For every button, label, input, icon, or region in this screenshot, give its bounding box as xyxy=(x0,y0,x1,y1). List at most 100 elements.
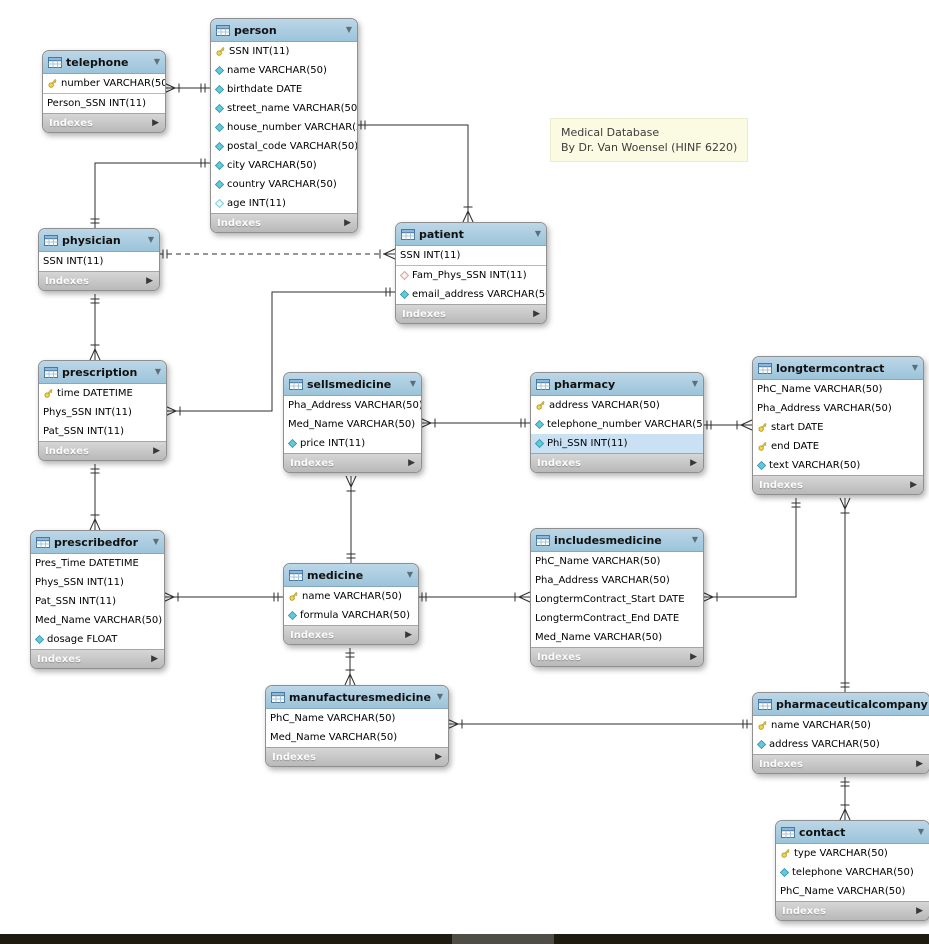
column-row[interactable]: LongtermContract_End DATE xyxy=(531,609,703,628)
column-row[interactable]: Person_SSN INT(11) xyxy=(43,93,165,113)
table-person[interactable]: person▼SSN INT(11)name VARCHAR(50)birthd… xyxy=(210,18,358,233)
indexes-section[interactable]: Indexes▶ xyxy=(43,113,165,132)
chevron-down-icon[interactable]: ▼ xyxy=(917,827,924,836)
table-header-contact[interactable]: contact▼ xyxy=(776,821,929,844)
table-header-person[interactable]: person▼ xyxy=(211,19,357,42)
expand-arrow-icon[interactable]: ▶ xyxy=(405,629,412,640)
expand-arrow-icon[interactable]: ▶ xyxy=(151,653,158,664)
relationship-medicine-manufacturesmedicine[interactable] xyxy=(344,648,356,686)
column-row[interactable]: country VARCHAR(50) xyxy=(211,175,357,194)
table-longtermcontract[interactable]: longtermcontract▼PhC_Name VARCHAR(50)Pha… xyxy=(752,356,924,495)
scrollbar-thumb[interactable] xyxy=(452,934,554,944)
relationship-physician-prescription[interactable] xyxy=(89,294,101,361)
column-row[interactable]: PhC_Name VARCHAR(50) xyxy=(266,709,448,728)
table-header-prescription[interactable]: prescription▼ xyxy=(39,361,166,384)
column-row[interactable]: LongtermContract_Start DATE xyxy=(531,590,703,609)
expand-arrow-icon[interactable]: ▶ xyxy=(153,445,160,456)
expand-arrow-icon[interactable]: ▶ xyxy=(344,217,351,228)
column-row[interactable]: price INT(11) xyxy=(284,434,421,453)
column-row[interactable]: address VARCHAR(50) xyxy=(753,735,929,754)
table-header-prescribedfor[interactable]: prescribedfor▼ xyxy=(31,531,164,554)
column-row[interactable]: postal_code VARCHAR(50) xyxy=(211,137,357,156)
chevron-down-icon[interactable]: ▼ xyxy=(691,379,698,388)
expand-arrow-icon[interactable]: ▶ xyxy=(916,758,923,769)
column-row[interactable]: Pat_SSN INT(11) xyxy=(39,422,166,441)
table-header-physician[interactable]: physician▼ xyxy=(39,229,159,252)
column-row[interactable]: number VARCHAR(50) xyxy=(43,74,165,93)
column-row[interactable]: formula VARCHAR(50) xyxy=(284,606,418,625)
indexes-section[interactable]: Indexes▶ xyxy=(396,304,546,323)
note-annotation[interactable]: Medical Database By Dr. Van Woensel (HIN… xyxy=(550,118,749,162)
table-medicine[interactable]: medicine▼name VARCHAR(50)formula VARCHAR… xyxy=(283,563,419,645)
expand-arrow-icon[interactable]: ▶ xyxy=(435,751,442,762)
indexes-section[interactable]: Indexes▶ xyxy=(211,213,357,232)
column-row[interactable]: Pha_Address VARCHAR(50) xyxy=(753,399,923,418)
column-row[interactable]: Med_Name VARCHAR(50) xyxy=(31,611,164,630)
table-manufacturesmedicine[interactable]: manufacturesmedicine▼PhC_Name VARCHAR(50… xyxy=(265,685,449,767)
table-sellsmedicine[interactable]: sellsmedicine▼Pha_Address VARCHAR(50)Med… xyxy=(283,372,422,473)
indexes-section[interactable]: Indexes▶ xyxy=(531,647,703,666)
table-telephone[interactable]: telephone▼number VARCHAR(50)Person_SSN I… xyxy=(42,50,166,133)
column-row[interactable]: end DATE xyxy=(753,437,923,456)
chevron-down-icon[interactable]: ▼ xyxy=(154,367,161,376)
column-row[interactable]: Pha_Address VARCHAR(50) xyxy=(531,571,703,590)
relationship-prescription-prescribedfor[interactable] xyxy=(89,464,101,531)
relationship-physician-patient[interactable] xyxy=(158,248,396,260)
column-row[interactable]: Med_Name VARCHAR(50) xyxy=(284,415,421,434)
column-row[interactable]: Fam_Phys_SSN INT(11) xyxy=(396,265,546,285)
expand-arrow-icon[interactable]: ▶ xyxy=(533,308,540,319)
column-row[interactable]: birthdate DATE xyxy=(211,80,357,99)
column-row[interactable]: Phys_SSN INT(11) xyxy=(39,403,166,422)
indexes-section[interactable]: Indexes▶ xyxy=(39,441,166,460)
chevron-down-icon[interactable]: ▼ xyxy=(147,235,154,244)
column-row[interactable]: Med_Name VARCHAR(50) xyxy=(531,628,703,647)
column-row[interactable]: name VARCHAR(50) xyxy=(211,61,357,80)
column-row[interactable]: SSN INT(11) xyxy=(211,42,357,61)
column-row[interactable]: dosage FLOAT xyxy=(31,630,164,649)
expand-arrow-icon[interactable]: ▶ xyxy=(408,457,415,468)
chevron-down-icon[interactable]: ▼ xyxy=(345,25,352,34)
expand-arrow-icon[interactable]: ▶ xyxy=(910,479,917,490)
indexes-section[interactable]: Indexes▶ xyxy=(753,754,929,773)
table-header-pharmaceuticalcompany[interactable]: pharmaceuticalcompany▼ xyxy=(753,693,929,716)
table-header-manufacturesmedicine[interactable]: manufacturesmedicine▼ xyxy=(266,686,448,709)
column-row[interactable]: name VARCHAR(50) xyxy=(284,587,418,606)
indexes-section[interactable]: Indexes▶ xyxy=(284,453,421,472)
table-includesmedicine[interactable]: includesmedicine▼PhC_Name VARCHAR(50)Pha… xyxy=(530,528,704,667)
expand-arrow-icon[interactable]: ▶ xyxy=(916,905,923,916)
column-row[interactable]: address VARCHAR(50) xyxy=(531,396,703,415)
table-pharmacy[interactable]: pharmacy▼address VARCHAR(50)telephone_nu… xyxy=(530,372,704,473)
table-header-includesmedicine[interactable]: includesmedicine▼ xyxy=(531,529,703,552)
relationship-longtermcontract-pharmaceuticalcompany[interactable] xyxy=(839,497,851,692)
column-row[interactable]: email_address VARCHAR(50) xyxy=(396,285,546,304)
expand-arrow-icon[interactable]: ▶ xyxy=(146,275,153,286)
horizontal-scrollbar[interactable] xyxy=(0,934,929,944)
column-row[interactable]: PhC_Name VARCHAR(50) xyxy=(531,552,703,571)
table-header-longtermcontract[interactable]: longtermcontract▼ xyxy=(753,357,923,380)
relationship-manufacturesmedicine-pharmaceuticalcompany[interactable] xyxy=(446,718,752,730)
table-pharmaceuticalcompany[interactable]: pharmaceuticalcompany▼name VARCHAR(50)ad… xyxy=(752,692,929,774)
relationship-sellsmedicine-medicine[interactable] xyxy=(345,475,357,563)
relationship-medicine-includesmedicine[interactable] xyxy=(417,591,531,603)
column-row[interactable]: house_number VARCHAR(20) xyxy=(211,118,357,137)
table-physician[interactable]: physician▼SSN INT(11)Indexes▶ xyxy=(38,228,160,291)
indexes-section[interactable]: Indexes▶ xyxy=(776,901,929,920)
column-row[interactable]: Pres_Time DATETIME xyxy=(31,554,164,573)
chevron-down-icon[interactable]: ▼ xyxy=(436,692,443,701)
table-header-medicine[interactable]: medicine▼ xyxy=(284,564,418,587)
indexes-section[interactable]: Indexes▶ xyxy=(31,649,164,668)
relationship-sellsmedicine-pharmacy[interactable] xyxy=(419,417,530,429)
chevron-down-icon[interactable]: ▼ xyxy=(406,570,413,579)
indexes-section[interactable]: Indexes▶ xyxy=(266,747,448,766)
column-row[interactable]: telephone_number VARCHAR(50) xyxy=(531,415,703,434)
table-header-telephone[interactable]: telephone▼ xyxy=(43,51,165,74)
indexes-section[interactable]: Indexes▶ xyxy=(39,271,159,290)
chevron-down-icon[interactable]: ▼ xyxy=(911,363,918,372)
table-header-patient[interactable]: patient▼ xyxy=(396,223,546,246)
chevron-down-icon[interactable]: ▼ xyxy=(153,57,160,66)
indexes-section[interactable]: Indexes▶ xyxy=(284,625,418,644)
column-row[interactable]: Med_Name VARCHAR(50) xyxy=(266,728,448,747)
